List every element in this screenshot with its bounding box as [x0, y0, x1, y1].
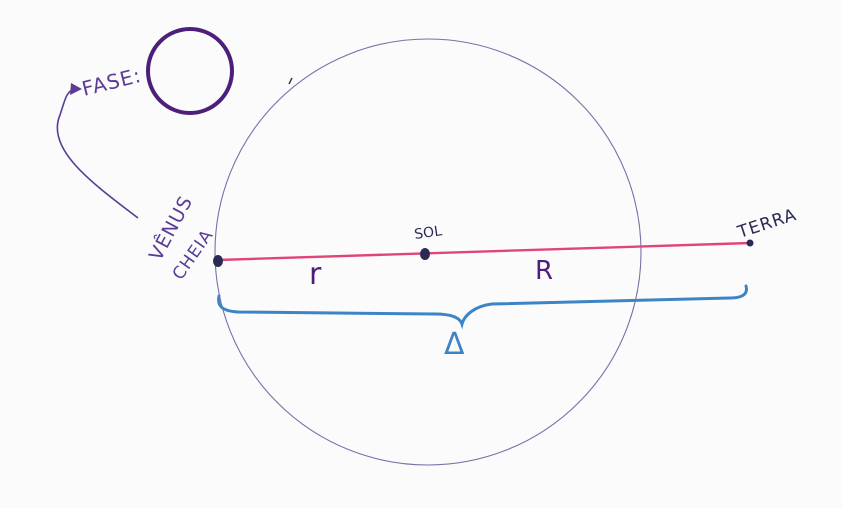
sol-label: SOL	[413, 223, 443, 243]
pointer-arrow	[56, 88, 139, 219]
distance-line	[217, 241, 751, 262]
sun-dot	[420, 248, 430, 260]
terra-label: TERRA	[734, 205, 799, 243]
venus-orbit-circle	[214, 38, 642, 466]
r-big-label: R	[535, 256, 553, 286]
earth-dot	[746, 239, 754, 247]
pen-mark	[288, 77, 293, 85]
arrowhead	[70, 83, 82, 95]
venus-dot	[213, 255, 223, 267]
delta-label: Δ	[444, 327, 465, 362]
delta-brace	[217, 284, 748, 330]
r-small-label: r	[309, 257, 322, 292]
fase-label: FASE:	[79, 63, 143, 101]
phase-circle	[146, 27, 234, 115]
